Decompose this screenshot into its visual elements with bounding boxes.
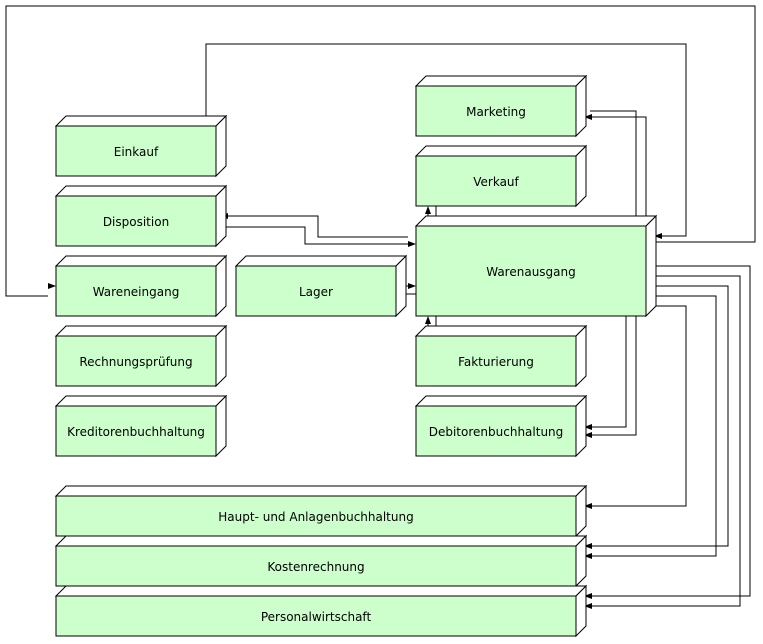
box-personalwirtschaft: Personalwirtschaft [54, 584, 588, 638]
box-rechnungspruefung: Rechnungsprüfung [54, 324, 228, 388]
line-personal-a [592, 275, 741, 607]
box-label-debitorenbuchhaltung: Debitorenbuchhaltung [429, 425, 564, 439]
arrow-warenausgang-top [654, 233, 662, 239]
arrow-kosten-b [584, 543, 592, 549]
line-marketing-b [592, 116, 647, 226]
box-disposition: Disposition [54, 184, 228, 248]
box-fakturierung: Fakturierung [414, 324, 588, 388]
line-debitor-a [592, 316, 627, 428]
box-einkauf: Einkauf [54, 114, 228, 178]
box-label-kreditorenbuchhaltung: Kreditorenbuchhaltung [67, 425, 205, 439]
arrow-faktura-up [425, 316, 431, 324]
box-label-personalwirtschaft: Personalwirtschaft [261, 610, 372, 624]
box-label-einkauf: Einkauf [114, 145, 159, 159]
line-disposition-warenausgang-b [218, 226, 408, 245]
box-lager: Lager [234, 254, 408, 318]
box-kostenrechnung: Kostenrechnung [54, 534, 588, 588]
line-debitor-b [592, 316, 637, 436]
line-kosten-b [592, 285, 729, 547]
box-label-lager: Lager [299, 285, 333, 299]
arrow-personal-a [584, 603, 592, 609]
box-label-marketing: Marketing [466, 105, 526, 119]
box-label-haupt-anlagenbuchhaltung: Haupt- und Anlagenbuchhaltung [218, 510, 413, 524]
arrow-debitor-in-a [584, 424, 592, 430]
box-label-rechnungspruefung: Rechnungsprüfung [79, 355, 192, 369]
arrow-haupt [584, 503, 592, 509]
line-personal-b [592, 265, 751, 597]
arrow-verkauf-up [425, 206, 431, 214]
box-kreditorenbuchhaltung: Kreditorenbuchhaltung [54, 394, 228, 458]
box-label-wareneingang: Wareneingang [93, 285, 180, 299]
arrow-personal-b [584, 593, 592, 599]
line-einkauf-warenausgang [205, 43, 687, 237]
box-label-fakturierung: Fakturierung [458, 355, 534, 369]
arrow-debitor-in-b [584, 432, 592, 438]
arrow-marketing-in [584, 114, 592, 120]
line-disposition-warenausgang-a [228, 215, 408, 238]
arrow-warenausgang-left [408, 241, 416, 247]
box-label-disposition: Disposition [103, 215, 169, 229]
arrow-kosten-a [584, 553, 592, 559]
line-marketing-a [590, 110, 637, 218]
box-haupt-anlagenbuchhaltung: Haupt- und Anlagenbuchhaltung [54, 484, 588, 538]
box-label-kostenrechnung: Kostenrechnung [267, 560, 364, 574]
box-wareneingang: Wareneingang [54, 254, 228, 318]
box-debitorenbuchhaltung: Debitorenbuchhaltung [414, 394, 588, 458]
box-warenausgang: Warenausgang [414, 214, 658, 318]
arrow-wareneingang [48, 283, 56, 289]
arrow-lager-in [408, 283, 416, 289]
line-kosten-a [592, 295, 717, 557]
box-label-warenausgang: Warenausgang [486, 265, 576, 279]
line-warenausgang-wareneingang [5, 5, 756, 297]
box-marketing: Marketing [414, 74, 588, 138]
box-verkauf: Verkauf [414, 144, 588, 208]
box-label-verkauf: Verkauf [473, 175, 519, 189]
line-haupt [592, 305, 687, 507]
